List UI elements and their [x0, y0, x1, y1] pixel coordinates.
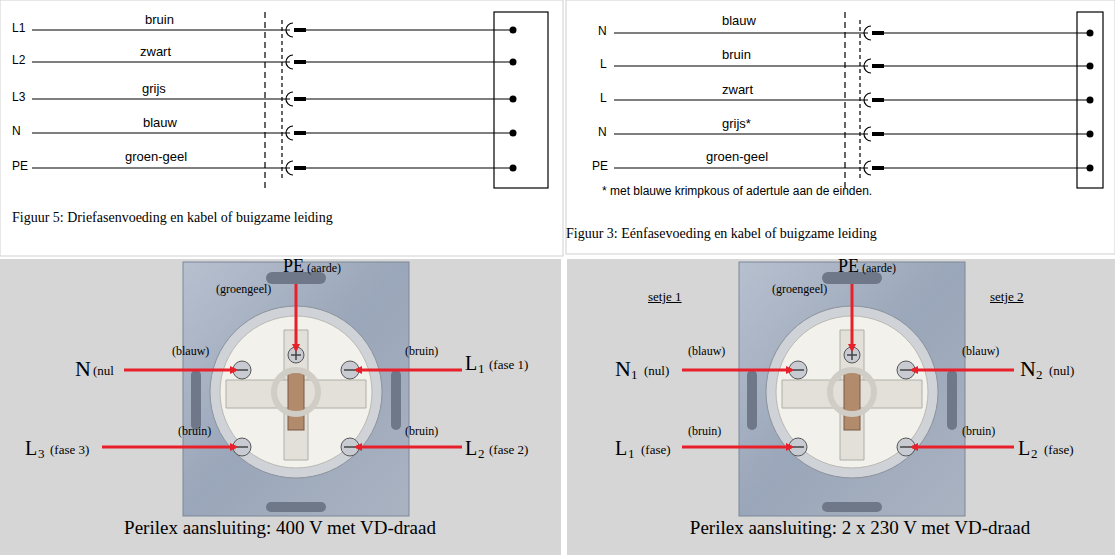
- terminal-name: L: [465, 437, 477, 459]
- label: Figuur 5: Driefasenvoeding en kabel of b…: [12, 210, 333, 225]
- label: bruin: [722, 48, 751, 62]
- label: (nul): [1049, 364, 1074, 378]
- label: PE: [592, 160, 608, 173]
- label: (fase 3): [50, 443, 89, 457]
- label: (groengeel): [772, 283, 827, 296]
- label: N: [598, 25, 607, 38]
- label: grijs: [142, 82, 166, 96]
- label: L2: [12, 54, 25, 67]
- terminal-name: L: [465, 352, 477, 374]
- label: L: [600, 92, 607, 105]
- label: setje 2: [990, 290, 1024, 304]
- label: * met blauwe krimpkous of adertule aan d…: [602, 185, 872, 198]
- label: L: [600, 58, 607, 71]
- label: blauw: [143, 116, 177, 130]
- label: (bruin): [688, 425, 721, 438]
- label: (nul): [644, 364, 669, 378]
- label: groen-geel: [706, 150, 768, 164]
- terminal-name: Perilex aansluiting: 400 V met VD-draad: [124, 518, 436, 539]
- label: N: [598, 126, 607, 139]
- label: (aarde): [862, 262, 896, 275]
- label: 3: [38, 447, 45, 461]
- label: (fase): [1044, 443, 1074, 457]
- label: blauw: [722, 14, 756, 28]
- label: L3: [12, 91, 25, 104]
- label: 2: [1036, 368, 1043, 382]
- terminal-name: PE: [283, 257, 304, 277]
- label: zwart: [140, 45, 171, 59]
- label: bruin: [145, 13, 174, 27]
- label: Figuur 3: Eénfasevoeding en kabel of bui…: [566, 226, 877, 241]
- label: (blauw): [688, 345, 725, 358]
- terminal-name: L: [25, 437, 37, 459]
- label: (groengeel): [216, 283, 271, 296]
- label: 2: [1031, 447, 1038, 461]
- label: 1: [628, 447, 635, 461]
- terminal-name: Perilex aansluiting: 2 x 230 V met VD-dr…: [690, 518, 1030, 539]
- terminal-name: N: [615, 357, 631, 381]
- label: (nul: [93, 364, 114, 378]
- label: groen-geel: [125, 150, 187, 164]
- terminal-name: N: [75, 357, 91, 381]
- label: 1: [631, 368, 638, 382]
- terminal-name: L: [615, 437, 627, 459]
- label: (fase): [641, 443, 671, 457]
- label: N: [12, 125, 21, 138]
- label: zwart: [722, 83, 753, 97]
- label: (fase 2): [489, 443, 528, 457]
- terminal-name: N: [1020, 357, 1036, 381]
- label: grijs*: [722, 117, 751, 131]
- label: L1: [12, 22, 25, 35]
- label: (bruin): [405, 425, 438, 438]
- label: setje 1: [648, 290, 682, 304]
- label: 1: [478, 362, 485, 376]
- label: (bruin): [962, 425, 995, 438]
- label: 2: [478, 447, 485, 461]
- label: (fase 1): [489, 358, 528, 372]
- terminal-name: PE: [838, 257, 859, 277]
- label: PE: [12, 160, 28, 173]
- label: (bruin): [178, 425, 211, 438]
- label: (blauw): [962, 345, 999, 358]
- label: (aarde): [307, 262, 341, 275]
- label: (bruin): [405, 345, 438, 358]
- label: (blauw): [172, 345, 209, 358]
- terminal-name: L: [1018, 437, 1030, 459]
